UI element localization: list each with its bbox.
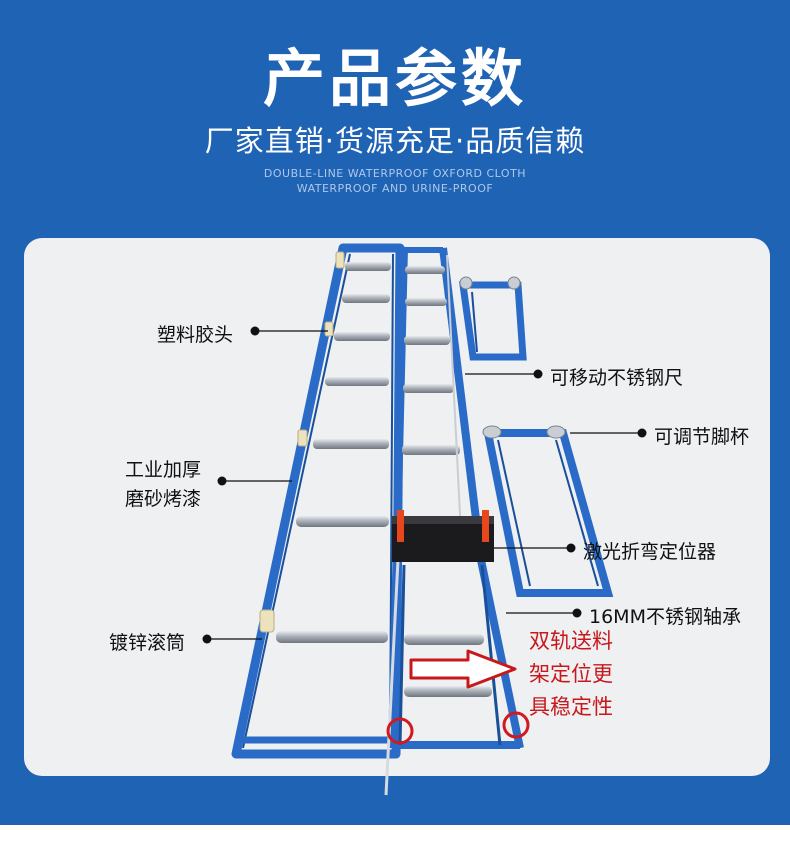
plastic-head-caps [259,251,345,633]
english-caption-1: DOUBLE-LINE WATERPROOF OXFORD CLOTH [263,167,527,180]
label-paint-line-2: 磨砂烤漆 [125,488,202,510]
red-arrow-icon [409,649,517,689]
laser-bending-locator [392,510,494,562]
red-circle-markers [386,711,530,745]
label-laser-locator: 激光折弯定位器 [583,541,717,563]
english-caption-2: WATERPROOF AND URINE-PROOF [296,182,494,195]
label-paint-line-1: 工业加厚 [125,459,202,481]
page-subtitle: 厂家直销·货源充足·品质信赖 [204,124,586,158]
middle-rack-rollers [402,266,492,697]
label-galvanized-roller: 镀锌滚筒 [109,632,186,654]
label-bearing: 16MM不锈钢轴承 [589,606,741,628]
callout-dots [202,326,647,644]
large-foot-frame [482,425,614,597]
left-roller-rack [231,243,405,759]
label-foot-cup: 可调节脚杯 [654,426,750,448]
note-line-1: 双轨送料 [529,629,613,653]
note-line-2: 架定位更 [529,662,613,686]
callout-leaders [207,330,640,640]
left-rack-rollers [276,262,391,643]
page-title: 产品参数 [262,42,527,115]
note-line-3: 具稳定性 [529,695,613,719]
small-foot-frame [458,276,527,361]
label-plastic-head: 塑料胶头 [157,324,234,346]
stainless-ruler [384,254,463,796]
label-ruler: 可移动不锈钢尺 [550,367,684,389]
